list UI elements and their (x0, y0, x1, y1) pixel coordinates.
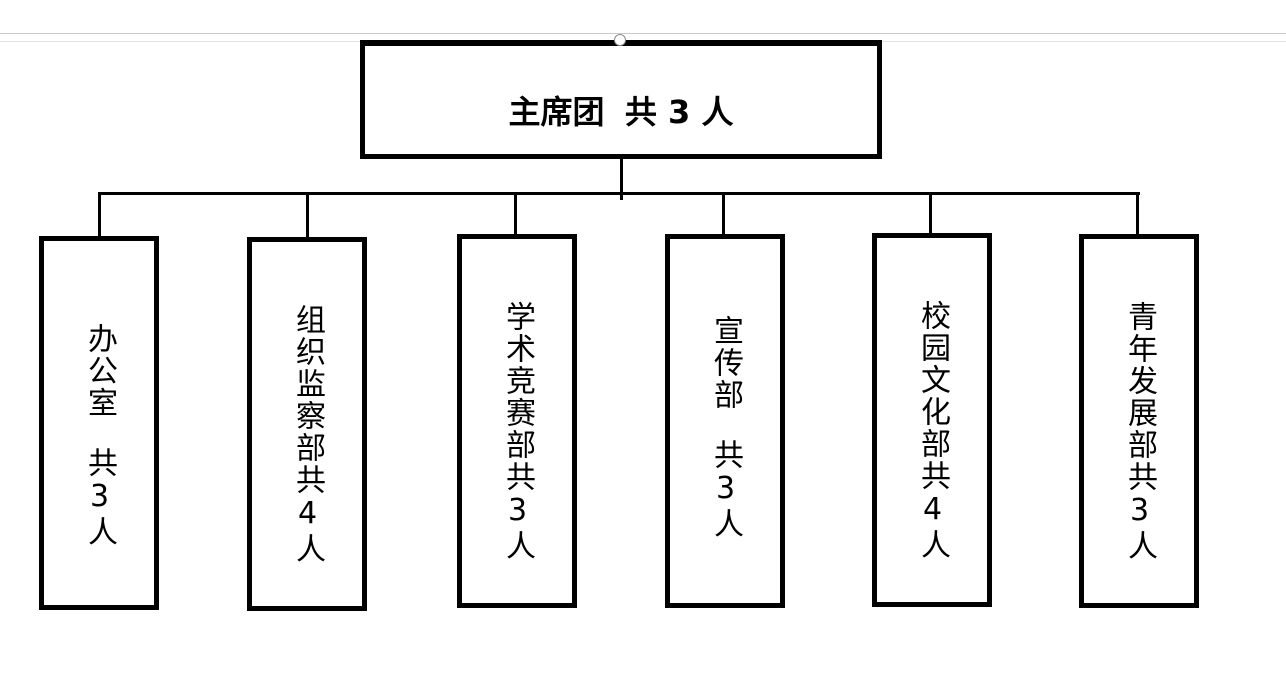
dept-name: 组织监察部 (290, 304, 325, 464)
root-node-count (605, 91, 625, 129)
dept-name: 校园文化部 (915, 300, 950, 460)
dept-label: 校园文化部共4人 (877, 300, 987, 561)
root-node-name: 主席团 (508, 93, 605, 131)
dept-count: 共4人 (915, 460, 950, 561)
dept-name: 宣传部 (708, 315, 743, 411)
dept-connector-6 (1136, 192, 1139, 235)
dept-name: 办公室 (82, 323, 117, 419)
dept-count: 共3人 (500, 461, 535, 562)
dept-connector-5 (929, 192, 932, 235)
dept-node-academic[interactable]: 学术竞赛部共3人 (457, 234, 577, 608)
dept-node-youth[interactable]: 青年发展部共3人 (1079, 234, 1199, 608)
root-connector (620, 157, 623, 200)
dept-node-office[interactable]: 办公室共3人 (39, 236, 159, 610)
dept-label: 组织监察部共4人 (252, 304, 362, 565)
root-node[interactable]: 主席团 共 3 人 (360, 40, 882, 159)
branch-line (98, 192, 1140, 195)
document-top-rule (0, 33, 1286, 34)
root-node-count-text: 共 3 人 (624, 93, 734, 131)
dept-name: 青年发展部 (1122, 301, 1157, 461)
dept-node-publicity[interactable]: 宣传部共3人 (665, 234, 785, 608)
dept-connector-2 (306, 192, 309, 238)
dept-node-organization[interactable]: 组织监察部共4人 (247, 237, 367, 611)
dept-count: 共3人 (1122, 461, 1157, 562)
dept-name: 学术竞赛部 (500, 301, 535, 461)
dept-label: 宣传部共3人 (670, 315, 780, 540)
dept-connector-1 (98, 192, 101, 237)
selection-handle[interactable] (614, 34, 626, 46)
dept-node-culture[interactable]: 校园文化部共4人 (872, 233, 992, 607)
dept-label: 青年发展部共3人 (1084, 301, 1194, 562)
dept-connector-3 (514, 192, 517, 236)
dept-count: 共4人 (290, 464, 325, 565)
dept-label: 学术竞赛部共3人 (462, 301, 572, 562)
dept-count: 共3人 (82, 447, 117, 548)
dept-connector-4 (722, 192, 725, 236)
dept-label: 办公室共3人 (44, 323, 154, 548)
dept-count: 共3人 (708, 439, 743, 540)
